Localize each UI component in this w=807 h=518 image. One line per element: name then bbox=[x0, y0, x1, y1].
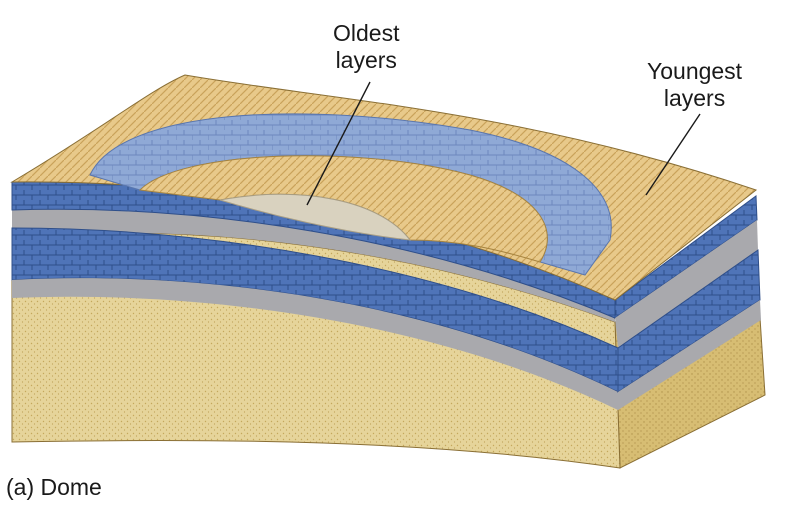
label-oldest-layers: Oldest layers bbox=[333, 20, 399, 74]
label-oldest-line2: layers bbox=[333, 47, 399, 74]
label-youngest-line2: layers bbox=[647, 85, 742, 112]
label-oldest-line1: Oldest bbox=[333, 20, 399, 47]
figure-caption: (a) Dome bbox=[6, 474, 102, 501]
label-youngest-line1: Youngest bbox=[647, 58, 742, 85]
label-youngest-layers: Youngest layers bbox=[647, 58, 742, 112]
